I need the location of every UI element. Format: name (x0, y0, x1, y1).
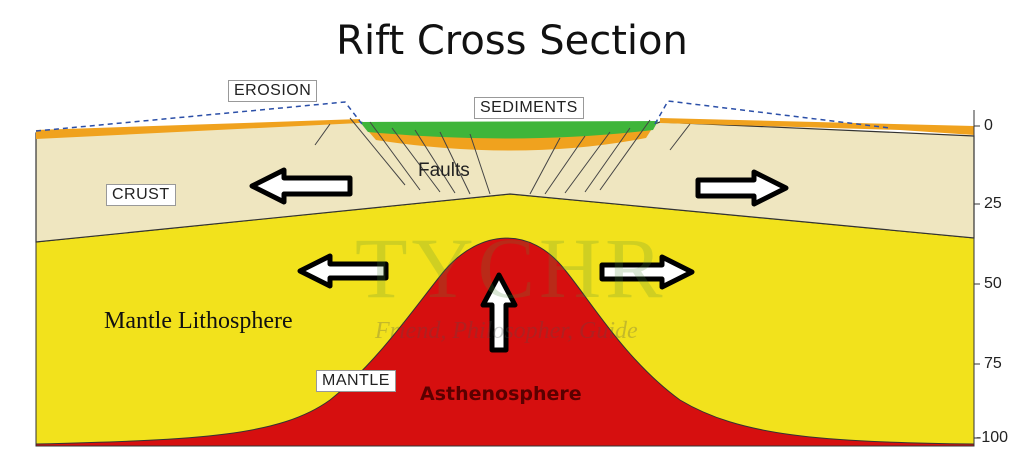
depth-tick-50: 50 (984, 275, 1002, 292)
diagram-title: Rift Cross Section (336, 18, 688, 64)
arrow-mantle-right (599, 254, 695, 290)
label-mantle-lithosphere: Mantle Lithosphere (104, 308, 293, 334)
arrow-upwelling (480, 272, 518, 353)
arrow-crust-right (695, 169, 789, 207)
label-erosion: EROSION (228, 80, 318, 102)
label-faults: Faults (418, 160, 470, 181)
surface-orange-right (660, 118, 974, 135)
depth-tick-100: -100 (976, 429, 1009, 446)
label-asthenosphere: Asthenosphere (420, 383, 582, 405)
depth-tick-75: 75 (984, 355, 1002, 372)
erosion-dashed-left (35, 101, 363, 132)
watermark-tagline: Friend, Philosopher, Guide (375, 318, 638, 344)
depth-tick-25: 25 (984, 195, 1002, 212)
watermark-text: TYCHR (355, 220, 667, 316)
depth-tick-0: 0 (984, 117, 993, 134)
fault-lines (314, 117, 691, 195)
erosion-dashed-right (654, 100, 891, 129)
sediment-green-layer (360, 121, 658, 139)
surface-orange-left (36, 119, 360, 139)
arrow-mantle-left (297, 253, 389, 289)
label-mantle: MANTLE (316, 370, 396, 392)
depth-axis (973, 110, 980, 446)
label-crust: CRUST (106, 184, 176, 206)
arrow-crust-left (249, 167, 353, 205)
label-sediments: SEDIMENTS (474, 97, 584, 119)
